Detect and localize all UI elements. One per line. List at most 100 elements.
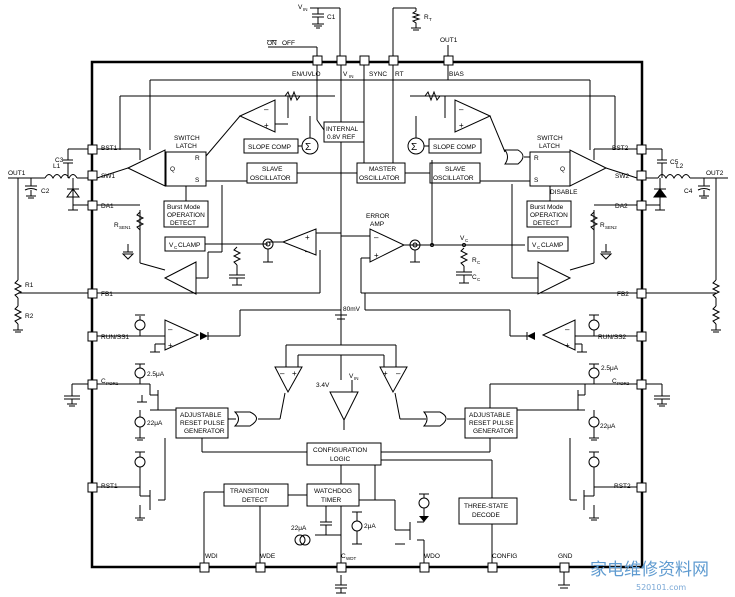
out1-bias: OUT1 — [440, 37, 458, 56]
svg-text:–: – — [280, 369, 285, 378]
svg-text:IN: IN — [354, 376, 359, 381]
pin-vin: V — [343, 71, 348, 78]
svg-text:Σ: Σ — [411, 142, 417, 153]
svg-text:IN: IN — [303, 7, 308, 12]
or-gate-2 — [422, 411, 447, 427]
svg-text:SWITCH: SWITCH — [537, 135, 563, 142]
three-state-decode — [458, 497, 518, 525]
svg-text:SEN2: SEN2 — [605, 225, 617, 230]
burst-mode-2 — [526, 200, 572, 228]
pin-sw2: SW2 — [615, 173, 629, 180]
svg-text:SEN1: SEN1 — [119, 225, 131, 230]
svg-text:S: S — [534, 177, 539, 184]
svg-text:Σ: Σ — [305, 142, 311, 153]
svg-text:R: R — [534, 155, 539, 162]
svg-text:OSCILLATOR: OSCILLATOR — [433, 175, 474, 182]
current-amp-2 — [454, 99, 492, 133]
pin-cpor2: C — [612, 378, 617, 385]
left-external-circuit: OUT1 C2 L1 C3 R1 R2 — [8, 148, 88, 407]
buffer-3v4 — [329, 391, 359, 422]
svg-text:C: C — [472, 274, 477, 281]
pin-config: CONFIG — [492, 553, 517, 560]
svg-text:ERROR: ERROR — [366, 213, 390, 220]
svg-text:2.5μA: 2.5μA — [601, 365, 619, 372]
error-amp — [369, 228, 406, 263]
pin-run-ss2: RUN/SS2 — [598, 334, 627, 341]
vin-cap-c1: V IN C1 — [298, 4, 341, 56]
svg-text:CLAMP: CLAMP — [178, 242, 200, 249]
svg-text:DETECT: DETECT — [242, 497, 268, 504]
svg-text:C: C — [465, 238, 469, 243]
svg-text:ADJUSTABLE: ADJUSTABLE — [469, 412, 511, 419]
svg-text:R: R — [472, 257, 477, 264]
svg-text:V: V — [460, 235, 465, 242]
svg-text:2μA: 2μA — [364, 523, 376, 530]
svg-text:C: C — [477, 277, 481, 282]
svg-text:SLOPE COMP: SLOPE COMP — [248, 144, 291, 151]
pin-rt: RT — [395, 71, 404, 78]
svg-text:–: – — [374, 233, 379, 242]
svg-text:–: – — [459, 105, 464, 114]
svg-text:IN: IN — [349, 74, 354, 79]
svg-text:V: V — [169, 242, 174, 249]
svg-text:Burst Mode: Burst Mode — [167, 204, 201, 211]
svg-text:3.4V: 3.4V — [316, 382, 330, 389]
svg-text:CONFIGURATION: CONFIGURATION — [313, 447, 367, 454]
svg-text:C: C — [537, 245, 541, 250]
internal-ref — [323, 121, 365, 143]
right-pins: BST2 SW2 DA2 FB2 RUN/SS2 C POR2 RST2 — [598, 144, 647, 493]
current-amp-1 — [238, 99, 276, 133]
switch-latch-2 — [529, 151, 571, 187]
svg-text:SLAVE: SLAVE — [445, 166, 466, 173]
svg-text:–: – — [565, 325, 570, 334]
on-off-input: ON OFF — [267, 40, 318, 56]
svg-text:R: R — [424, 14, 429, 21]
or-gate-top-2 — [504, 149, 524, 165]
pin-cwdt: C — [341, 553, 346, 560]
svg-text:+: + — [459, 121, 464, 130]
svg-text:+: + — [305, 233, 310, 242]
pin-fb1: FB1 — [101, 291, 113, 298]
svg-text:RESET PULSE: RESET PULSE — [180, 420, 225, 427]
svg-text:RESET PULSE: RESET PULSE — [469, 420, 514, 427]
svg-text:AMP: AMP — [370, 221, 384, 228]
svg-text:THREE-STATE: THREE-STATE — [464, 503, 509, 510]
pin-bias: BIAS — [449, 71, 464, 78]
svg-text:C: C — [477, 260, 481, 265]
svg-text:GENERATOR: GENERATOR — [473, 428, 514, 435]
svg-text:+: + — [168, 341, 173, 350]
pin-gnd: GND — [558, 553, 573, 560]
svg-text:INTERNAL: INTERNAL — [326, 126, 359, 133]
pin-sw1: SW1 — [101, 173, 115, 180]
svg-text:C5: C5 — [670, 159, 679, 166]
pin-run-ss1: RUN/SS1 — [101, 334, 130, 341]
svg-text:DETECT: DETECT — [533, 220, 559, 227]
svg-text:+: + — [292, 369, 297, 378]
watermark-url: 520101.com — [636, 583, 686, 592]
fb-amp-1 — [281, 228, 317, 256]
svg-text:–: – — [264, 105, 269, 114]
watermark-cn: 家电维修资料网 — [590, 560, 709, 580]
svg-text:22μA: 22μA — [147, 420, 163, 427]
switch-latch-1 — [165, 151, 207, 187]
master-osc — [356, 162, 406, 184]
svg-text:+: + — [374, 251, 379, 260]
top-pins: EN/UVLO V IN SYNC RT BIAS — [292, 55, 464, 79]
run-ss-amp-2 — [541, 319, 576, 351]
left-pins: BST1 SW1 DA1 FB1 RUN/SS1 C POR1 RST1 — [87, 144, 130, 493]
svg-text:22μA: 22μA — [600, 423, 616, 430]
svg-text:L2: L2 — [676, 163, 684, 170]
reset-gen-2 — [464, 407, 518, 439]
svg-text:GENERATOR: GENERATOR — [184, 428, 225, 435]
svg-text:Q: Q — [170, 166, 175, 173]
watermark: 家电维修资料网 520101.com — [590, 560, 709, 592]
svg-text:2.5μA: 2.5μA — [147, 371, 165, 378]
svg-text:OPERATION: OPERATION — [530, 212, 568, 219]
svg-text:OSCILLATOR: OSCILLATOR — [359, 175, 400, 182]
svg-text:OFF: OFF — [282, 40, 295, 47]
svg-text:R2: R2 — [25, 313, 34, 320]
switch-latch-1-label: SWITCH — [174, 135, 200, 142]
reset-gen-1 — [175, 407, 229, 439]
svg-text:+: + — [383, 369, 388, 378]
